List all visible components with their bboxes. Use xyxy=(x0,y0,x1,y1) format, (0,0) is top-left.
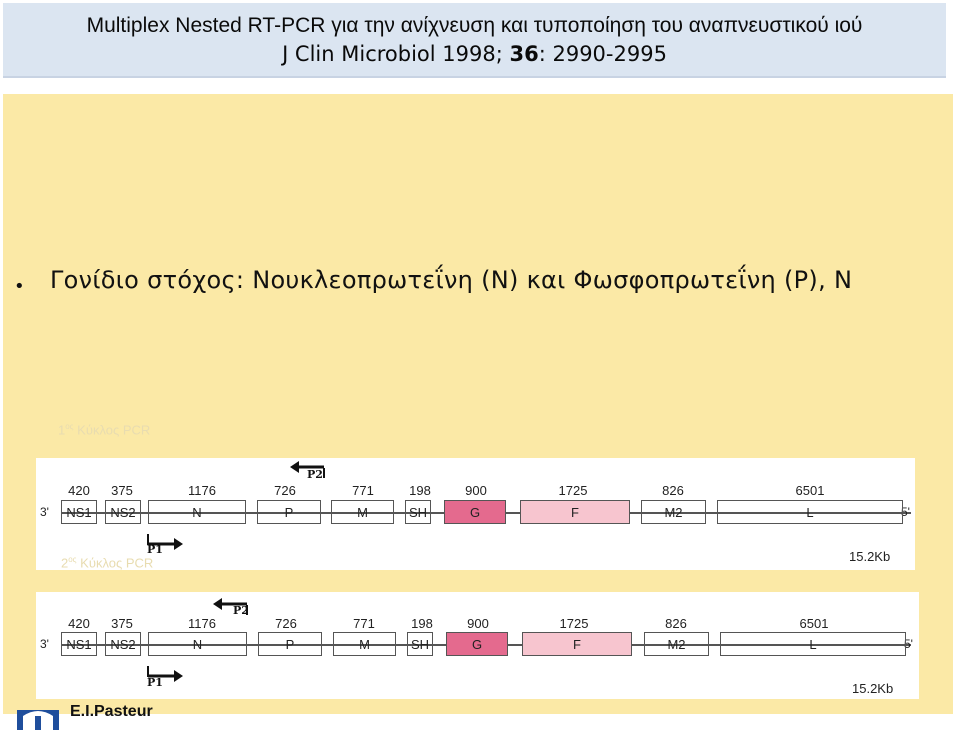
gene-f: F xyxy=(522,632,632,656)
genome-size-label: 15.2Kb xyxy=(849,549,891,564)
gene-length-p: 726 xyxy=(275,616,297,631)
gene-ns1: NS1 xyxy=(61,632,97,656)
target-gene-bullet: Γονίδιο στόχος: Νουκλεοπρωτεΐνη (Ν) και … xyxy=(50,266,853,294)
citation: J Clin Microbiol 1998; 36: 2990-2995 xyxy=(3,41,946,67)
gene-sh: SH xyxy=(407,632,433,656)
gene-ns2: NS2 xyxy=(105,632,141,656)
gene-length-m2: 826 xyxy=(665,616,687,631)
gene-l: L xyxy=(720,632,906,656)
gene-ns2: NS2 xyxy=(105,500,141,524)
gene-l: L xyxy=(717,500,903,524)
gene-ns1: NS1 xyxy=(61,500,97,524)
gene-length-f: 1725 xyxy=(559,616,589,631)
genome-map-second-cycle: 3' 5' 420 375 1176 726 771 198 900 1725 … xyxy=(36,592,919,699)
gene-length-m: 771 xyxy=(352,483,374,498)
primer-p2-label: P2 xyxy=(307,468,323,481)
institute-name: Ε.Ι.Pasteur xyxy=(70,703,153,720)
primer-p2-arrow xyxy=(213,598,248,615)
gene-p: P xyxy=(257,500,321,524)
gene-length-l: 6501 xyxy=(799,616,829,631)
gene-length-sh: 198 xyxy=(411,616,433,631)
gene-g: G xyxy=(446,632,508,656)
gene-length-ns2: 375 xyxy=(111,483,133,498)
slide-title: Multiplex Nested RT-PCR για την ανίχνευσ… xyxy=(86,14,863,37)
gene-m2: M2 xyxy=(641,500,706,524)
gene-length-ns2: 375 xyxy=(111,616,133,631)
gene-length-ns1: 420 xyxy=(68,616,90,631)
gene-length-sh: 198 xyxy=(409,483,431,498)
gene-n: N xyxy=(148,632,247,656)
first-cycle-label: 1ος Κύκλος PCR xyxy=(58,422,151,438)
genome-size-label: 15.2Kb xyxy=(852,681,894,696)
three-prime-end: 3' xyxy=(40,637,49,651)
five-prime-end: 5' xyxy=(901,505,910,519)
primer-p1-label: P1 xyxy=(147,543,163,556)
primer-p1-label: P1 xyxy=(147,676,163,689)
gene-length-ns1: 420 xyxy=(68,483,90,498)
gene-length-f: 1725 xyxy=(558,483,588,498)
primer-p2-arrow xyxy=(290,461,325,478)
three-prime-end: 3' xyxy=(40,505,49,519)
five-prime-end: 5' xyxy=(904,637,913,651)
gene-length-p: 726 xyxy=(274,483,296,498)
citation-pages: : 2990-2995 xyxy=(538,42,667,66)
gene-g: G xyxy=(444,500,506,524)
gene-sh: SH xyxy=(405,500,431,524)
gene-m: M xyxy=(331,500,394,524)
gene-length-n: 1176 xyxy=(188,483,216,498)
citation-volume: 36 xyxy=(509,42,539,66)
bullet-dot: • xyxy=(14,276,25,297)
primer-p1-arrow xyxy=(147,534,183,550)
second-cycle-label: 2ος Κύκλος PCR xyxy=(61,555,154,571)
institute-logo xyxy=(17,710,59,730)
gene-f: F xyxy=(520,500,630,524)
title-bar: Multiplex Nested RT-PCR για την ανίχνευσ… xyxy=(3,3,946,78)
gene-p: P xyxy=(258,632,322,656)
gene-length-l: 6501 xyxy=(795,483,825,498)
gene-length-n: 1176 xyxy=(188,616,216,631)
gene-length-g: 900 xyxy=(467,616,489,631)
genome-map-first-cycle: 3' 5' 420 375 1176 726 771 198 900 1725 … xyxy=(36,458,915,570)
gene-length-g: 900 xyxy=(465,483,487,498)
gene-length-m2: 826 xyxy=(662,483,684,498)
primer-p1-arrow xyxy=(147,666,183,682)
gene-m2: M2 xyxy=(644,632,709,656)
citation-journal: J Clin Microbiol 1998; xyxy=(282,42,510,66)
gene-n: N xyxy=(148,500,246,524)
gene-length-m: 771 xyxy=(353,616,375,631)
gene-m: M xyxy=(333,632,396,656)
primer-p2-label: P2 xyxy=(233,604,249,617)
